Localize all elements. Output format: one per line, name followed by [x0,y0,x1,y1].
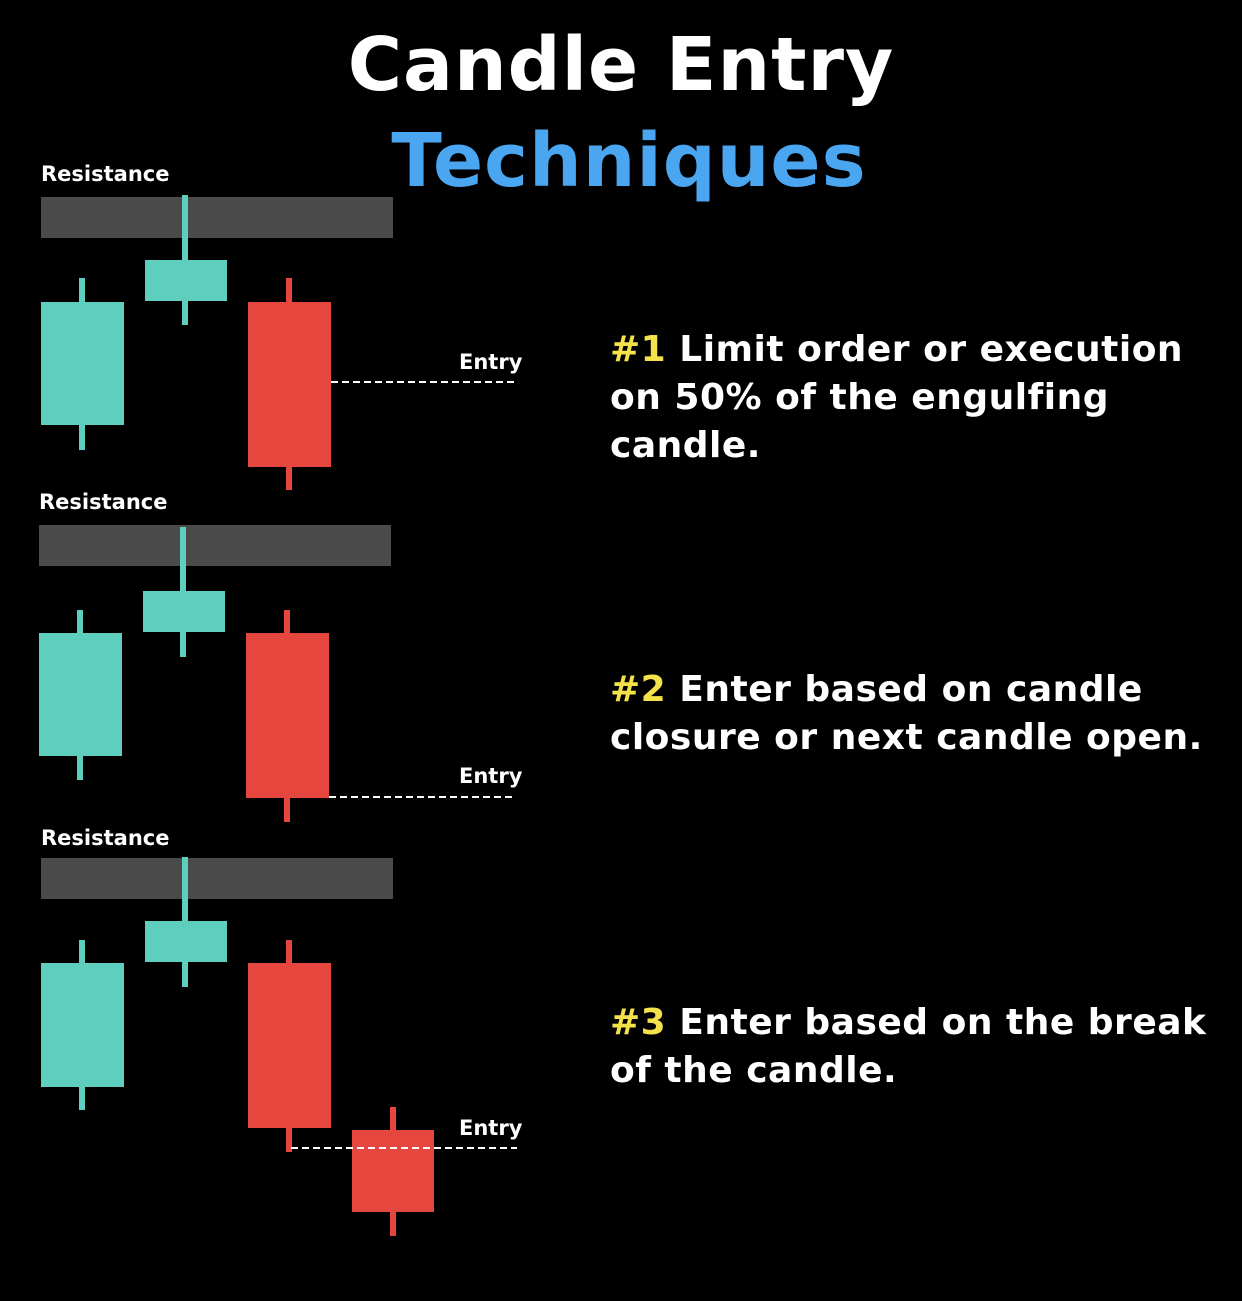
entry-label: Entry [459,1116,523,1140]
technique-1-number: #1 [610,329,667,370]
technique-2-description: Enter based on candle closure or next ca… [610,669,1203,758]
diagram-technique-2: Resistance Entry [0,488,560,908]
candlestick-diagram-1 [41,195,517,490]
resistance-zone [41,858,393,899]
candle-3-body [248,302,331,467]
resistance-zone [39,525,391,566]
resistance-zone [41,197,393,238]
candle-3-body [248,963,331,1128]
candlestick-diagram-2 [39,525,515,822]
title-line-2: Techniques [391,118,867,204]
candle-3-body [246,633,329,798]
technique-1-text: #1 Limit order or execution on 50% of th… [610,326,1220,470]
technique-3-text: #3 Enter based on the break of the candl… [610,999,1220,1095]
entry-label: Entry [459,350,523,374]
candle-1-body [39,633,122,756]
technique-3-number: #3 [610,1002,667,1043]
candle-1-body [41,302,124,425]
technique-2-text: #2 Enter based on candle closure or next… [610,666,1220,762]
candlestick-diagram-3 [41,857,517,1236]
candle-2-body [143,591,225,632]
diagram-technique-3: Resistance Entry [0,822,560,1242]
resistance-label: Resistance [41,162,170,186]
technique-2-number: #2 [610,669,667,710]
resistance-label: Resistance [41,826,170,850]
candle-2-body [145,260,227,301]
candle-2-body [145,921,227,962]
technique-3-description: Enter based on the break of the candle. [610,1002,1207,1091]
diagram-technique-1: Resistance Entry [0,160,560,580]
entry-label: Entry [459,764,523,788]
candle-4-body [352,1130,434,1212]
title-line-1: Candle Entry [347,22,895,108]
resistance-label: Resistance [39,490,168,514]
candle-1-body [41,963,124,1087]
technique-1-description: Limit order or execution on 50% of the e… [610,329,1184,466]
